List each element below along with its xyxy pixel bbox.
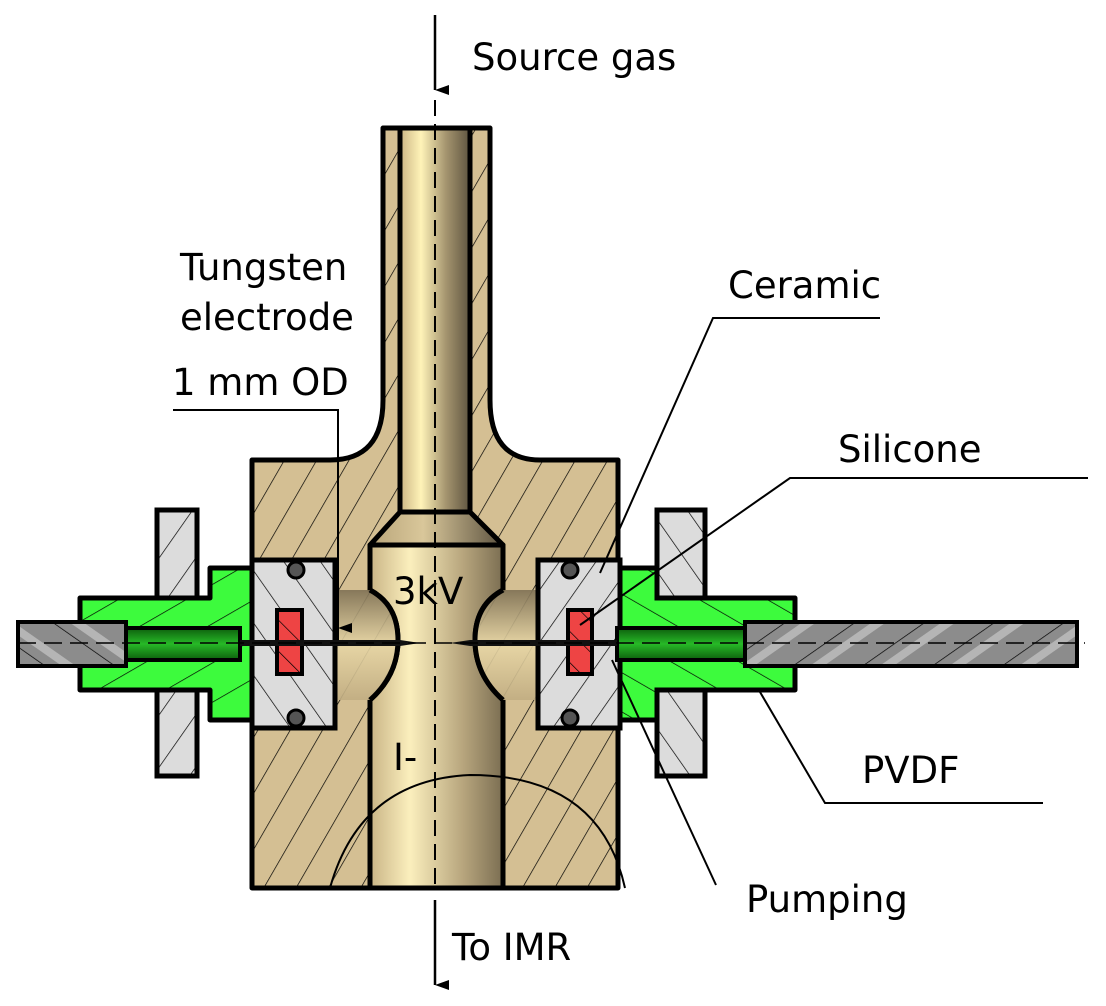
pumping-leader [611, 659, 717, 886]
label-pvdf: PVDF [862, 749, 959, 792]
label-voltage: 3kV [393, 570, 463, 613]
left-electrode-rod [16, 620, 128, 668]
label-to-imr: To IMR [451, 926, 571, 969]
label-pumping: Pumping [746, 878, 908, 921]
label-electrode: electrode [180, 296, 354, 339]
left-oring-top [286, 560, 306, 580]
left-electrode-assembly [16, 507, 420, 779]
label-ceramic: Ceramic [728, 264, 881, 307]
right-oring-top [560, 560, 580, 580]
label-silicone: Silicone [838, 428, 982, 471]
label-ion: I- [393, 736, 417, 779]
right-washer-bottom [654, 687, 708, 779]
lower-arc [329, 773, 626, 889]
pvdf-leader [759, 691, 1043, 804]
right-electrode-rod [743, 620, 1079, 668]
metal-body [249, 125, 626, 891]
silicone-leader [579, 477, 1088, 626]
label-od: 1 mm OD [172, 361, 349, 404]
label-source-gas: Source gas [472, 36, 676, 79]
left-oring-bottom [286, 708, 306, 728]
right-electrode-assembly [450, 507, 1079, 779]
ceramic-leader [599, 317, 880, 574]
right-thread [615, 626, 747, 662]
left-washer-top [154, 507, 200, 601]
label-tungsten: Tungsten [179, 246, 347, 289]
right-tungsten-electrode [450, 640, 617, 646]
right-oring-bottom [560, 708, 580, 728]
left-thread [123, 626, 242, 662]
left-washer-bottom [154, 687, 200, 779]
od-leader [173, 409, 339, 640]
